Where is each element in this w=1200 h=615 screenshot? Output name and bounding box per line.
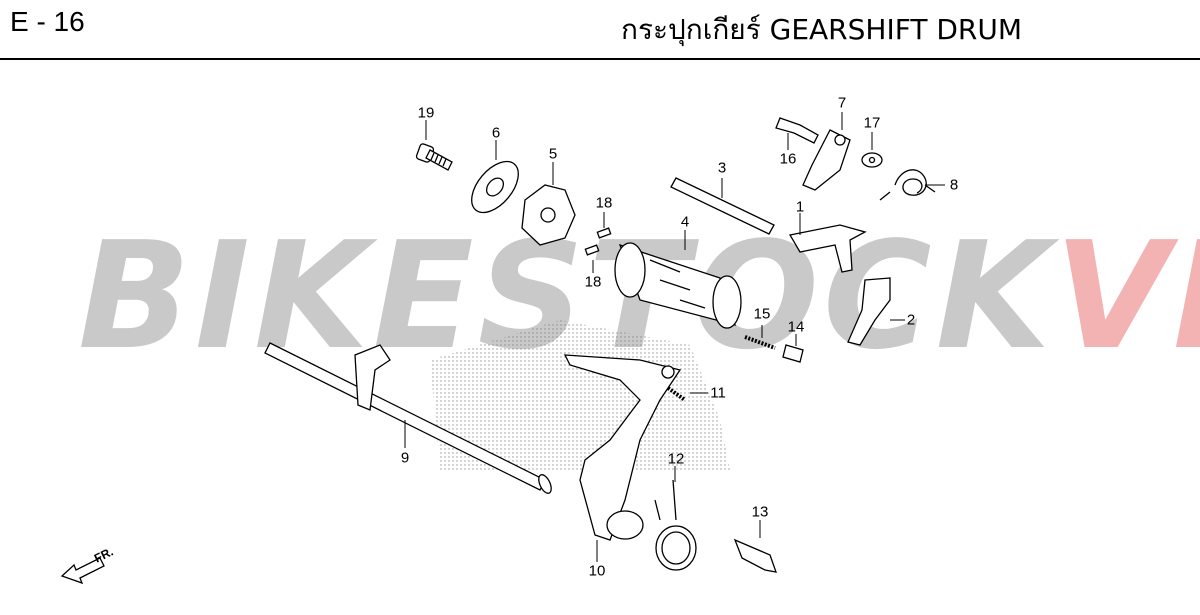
- callout-15: 15: [753, 305, 771, 323]
- callout-6: 6: [491, 124, 501, 142]
- part-3-shaft: [670, 177, 775, 235]
- part-12-return-spring: [654, 479, 697, 571]
- shadow-stipple: [430, 320, 730, 470]
- diagram-title: กระปุกเกียร์ GEARSHIFT DRUM: [621, 13, 1022, 46]
- callout-13: 13: [751, 503, 769, 521]
- part-9-gearshift-spindle: [264, 342, 552, 494]
- callout-18-lower: 18: [584, 273, 602, 291]
- part-4-shift-drum: [614, 242, 742, 329]
- watermark-accent-text: VN: [1054, 210, 1200, 382]
- callout-5: 5: [548, 145, 558, 163]
- callout-12: 12: [667, 450, 685, 468]
- part-6-star-plate: [471, 160, 519, 214]
- callout-17: 17: [863, 114, 881, 132]
- diagram-code: E - 16: [10, 6, 85, 37]
- callout-1: 1: [795, 198, 805, 216]
- leader-lines: [404, 112, 945, 562]
- part-16-bolt: [775, 117, 819, 144]
- callout-9: 9: [400, 449, 410, 467]
- callout-19: 19: [417, 104, 435, 122]
- callout-2: 2: [906, 311, 916, 329]
- callout-18-upper: 18: [595, 194, 613, 212]
- callout-4: 4: [680, 213, 690, 231]
- arrow-left-down-icon: [60, 557, 105, 585]
- callout-7: 7: [837, 94, 847, 112]
- part-15-spring: [744, 335, 776, 350]
- part-13-pin-bolt: [733, 538, 777, 573]
- part-10-gearshift-arm: [563, 354, 682, 541]
- part-2-shift-fork: [847, 277, 891, 346]
- part-8-spring: [879, 169, 936, 201]
- part-18-pin-upper: [596, 227, 612, 239]
- callout-10: 10: [588, 562, 606, 580]
- callout-8: 8: [949, 176, 959, 194]
- callout-16: 16: [779, 150, 797, 168]
- callout-3: 3: [717, 159, 727, 177]
- callout-11: 11: [710, 384, 726, 402]
- header-divider: [0, 58, 1200, 60]
- callout-14: 14: [787, 318, 805, 336]
- part-19-bolt: [415, 143, 453, 171]
- part-18-pin-lower: [584, 244, 600, 256]
- part-1-shift-fork: [788, 224, 867, 273]
- part-14-pin: [782, 344, 804, 363]
